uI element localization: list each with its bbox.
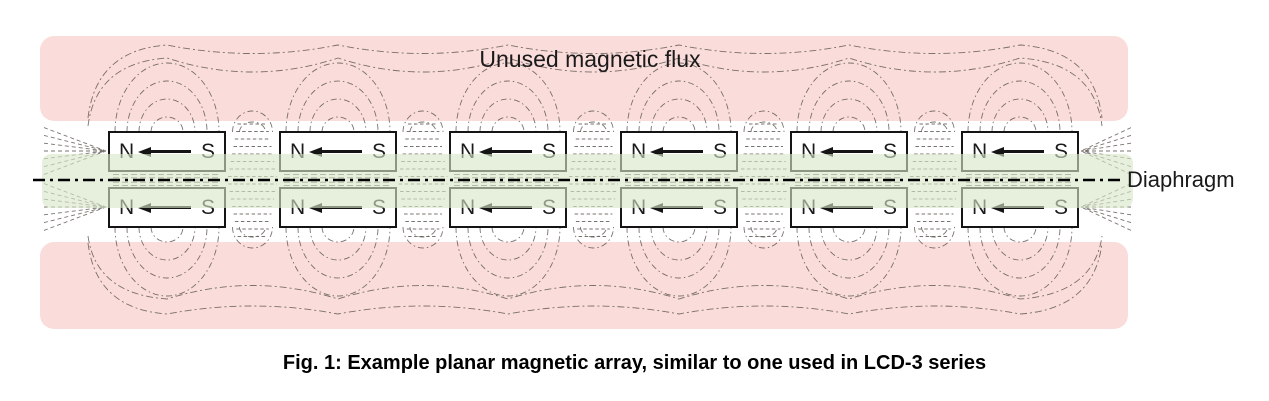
- flux-line: [114, 226, 220, 297]
- flux-line: [402, 110, 444, 133]
- flux-line: [114, 62, 220, 133]
- flux-line: [914, 226, 955, 249]
- flux-line: [638, 226, 720, 279]
- flux-line: [232, 110, 273, 133]
- flux-line: [297, 226, 379, 279]
- flux-line: [743, 226, 785, 249]
- flux-line: [285, 62, 391, 133]
- flux-line: [979, 226, 1061, 279]
- flux-line: [479, 226, 537, 261]
- flux-line: [832, 226, 866, 243]
- flux-line: [285, 226, 391, 297]
- flux-line: [297, 80, 379, 133]
- flux-line: [150, 226, 184, 243]
- flux-line: [808, 226, 890, 279]
- flux-line: [808, 80, 890, 133]
- flux-line: [467, 226, 549, 279]
- flux-line: [491, 226, 525, 243]
- magnetization-arrow-icon: [663, 150, 703, 153]
- flux-line: [126, 80, 208, 133]
- magnetization-arrow-icon: [833, 150, 873, 153]
- flux-line: [138, 226, 196, 261]
- magnetization-arrow-icon: [492, 150, 532, 153]
- flux-line: [309, 98, 367, 133]
- flux-line: [87, 235, 1103, 300]
- flux-line: [921, 121, 948, 133]
- magnetization-arrow-icon: [151, 150, 191, 153]
- flux-line: [126, 226, 208, 279]
- flux-line: [239, 121, 266, 133]
- flux-line: [580, 121, 607, 133]
- figure-caption: Fig. 1: Example planar magnetic array, s…: [282, 352, 987, 374]
- flux-line: [991, 98, 1049, 133]
- flux-line: [409, 121, 437, 133]
- flux-line: [967, 226, 1073, 297]
- flux-line: [87, 242, 1103, 315]
- diaphragm-label: Diaphragm: [1127, 167, 1235, 192]
- flux-line: [638, 80, 720, 133]
- flux-line: [991, 226, 1049, 261]
- flux-line: [650, 226, 708, 261]
- flux-line: [309, 226, 367, 261]
- flux-line: [796, 226, 902, 297]
- flux-line: [1003, 226, 1037, 243]
- flux-line: [832, 116, 866, 133]
- flux-line: [479, 98, 537, 133]
- flux-line: [626, 62, 732, 133]
- flux-line: [820, 226, 878, 261]
- flux-line: [138, 98, 196, 133]
- flux-line: [750, 121, 778, 133]
- unused-flux-region-top: [40, 36, 1128, 121]
- flux-line: [796, 62, 902, 133]
- flux-line: [402, 226, 444, 249]
- flux-line: [491, 116, 525, 133]
- flux-line: [662, 226, 696, 243]
- flux-line: [455, 62, 561, 133]
- flux-line: [743, 110, 785, 133]
- flux-line: [914, 110, 955, 133]
- flux-line: [150, 116, 184, 133]
- flux-line: [321, 116, 355, 133]
- flux-line: [87, 57, 1103, 127]
- flux-line: [1080, 127, 1132, 175]
- flux-line: [87, 44, 1103, 119]
- magnetization-arrow-icon: [1004, 150, 1044, 153]
- flux-line: [626, 226, 732, 297]
- flux-line: [979, 80, 1061, 133]
- flux-line: [820, 98, 878, 133]
- flux-line: [1003, 116, 1037, 133]
- flux-line: [967, 62, 1073, 133]
- unused-flux-label: Unused magnetic flux: [479, 46, 701, 72]
- flux-line: [573, 110, 614, 133]
- magnetization-arrow-icon: [322, 150, 362, 153]
- flux-line: [321, 226, 355, 243]
- flux-line: [232, 226, 273, 249]
- flux-line: [455, 226, 561, 297]
- flux-line: [650, 98, 708, 133]
- flux-line: [573, 226, 614, 249]
- flux-line: [467, 80, 549, 133]
- flux-line: [662, 116, 696, 133]
